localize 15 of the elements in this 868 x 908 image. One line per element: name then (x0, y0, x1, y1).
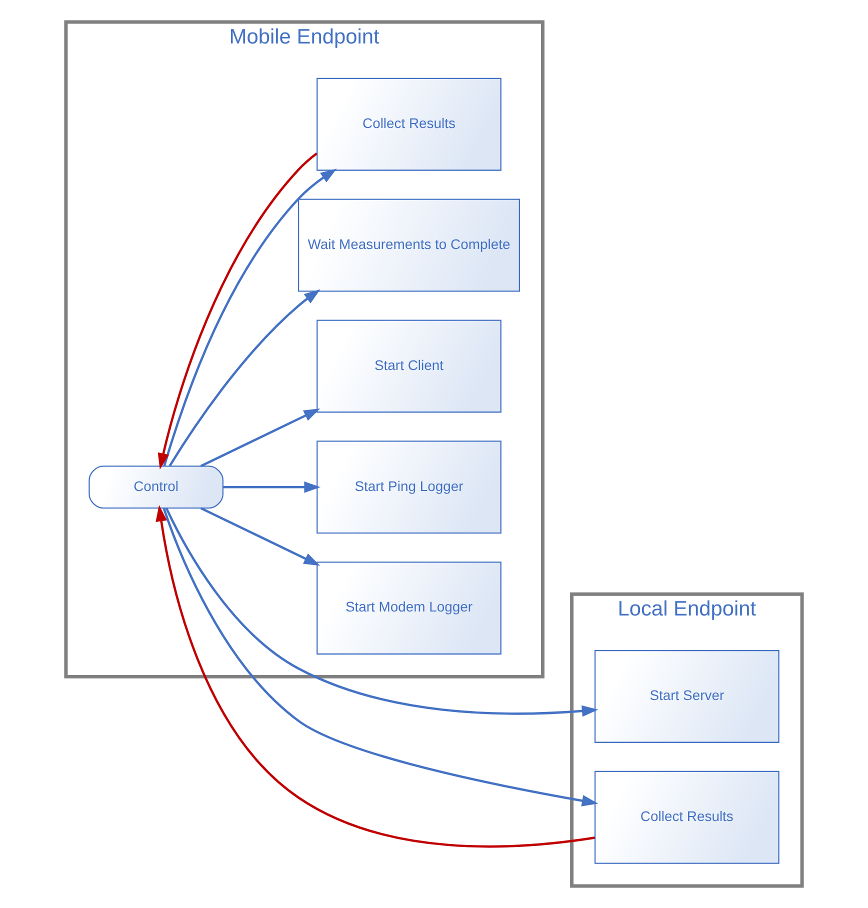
node-box: Start Modem Logger (316, 562, 502, 655)
arrow (168, 289, 320, 466)
arrow (200, 408, 320, 468)
node-box: Start Client (316, 320, 502, 413)
node-box: Wait Measurements to Complete (298, 198, 520, 292)
arrow (158, 152, 318, 470)
arrow (163, 168, 337, 466)
arrow (200, 507, 320, 566)
node-box: Collect Results (594, 770, 780, 864)
node-box: Start Server (594, 650, 780, 743)
arrow (223, 481, 321, 493)
arrow (165, 508, 598, 717)
node-box: Start Ping Logger (316, 440, 502, 534)
node-box: Control (88, 466, 224, 509)
node-box: Collect Results (316, 78, 502, 171)
